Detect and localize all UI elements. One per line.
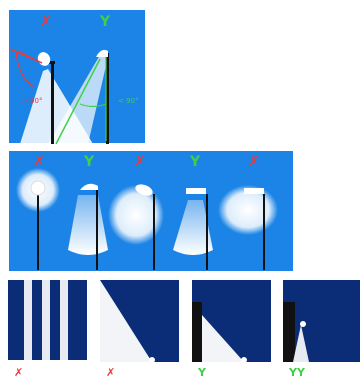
panel-bottom-4: YY: [283, 280, 360, 384]
panel-fixture-types: ✗ Y ✗ Y ✗: [8, 150, 294, 272]
pole: [37, 190, 39, 270]
panel-bottom-2: ✗: [100, 280, 179, 384]
panel-bottom-3: Y: [192, 280, 271, 384]
bottom-mark-4: YY: [289, 366, 305, 379]
pole: [96, 186, 98, 270]
bottom-mark-1: ✗: [14, 366, 23, 379]
building-wall: [192, 302, 202, 362]
fixture-mark-5: ✗: [248, 154, 260, 170]
panel-cutoff-angle: ✗ Y > 90° < 90°: [8, 9, 146, 144]
fixture-mark-2: Y: [84, 154, 94, 170]
pole: [206, 194, 208, 270]
wall-luminaire: [300, 321, 306, 327]
building-wall: [283, 302, 295, 362]
ground-luminaire: [149, 357, 155, 363]
cutoff-angle-illustration: [8, 9, 146, 144]
bottom-mark-3: Y: [198, 366, 206, 379]
spill-glow: [108, 185, 164, 245]
right-angle-label: < 90°: [118, 97, 139, 105]
pole: [153, 194, 155, 270]
bottom-mark-2: ✗: [106, 366, 115, 379]
panel-bottom-1: ✗: [8, 280, 87, 384]
right-fixture-mark: Y: [100, 14, 110, 30]
left-angle-label: > 90°: [22, 97, 43, 105]
drop-lens-luminaire: [244, 188, 264, 194]
left-pole: [51, 63, 54, 144]
light-column: [60, 280, 68, 360]
globe-luminaire: [31, 181, 45, 195]
light-column: [42, 280, 50, 360]
fixture-mark-1: ✗: [33, 154, 45, 170]
fixture-mark-4: Y: [190, 154, 200, 170]
fixture-mark-3: ✗: [134, 154, 146, 170]
flat-luminaire: [186, 188, 206, 194]
light-column: [24, 280, 32, 360]
pole: [263, 194, 265, 270]
ground-luminaire: [241, 357, 247, 363]
left-fixture-mark: ✗: [40, 14, 52, 30]
